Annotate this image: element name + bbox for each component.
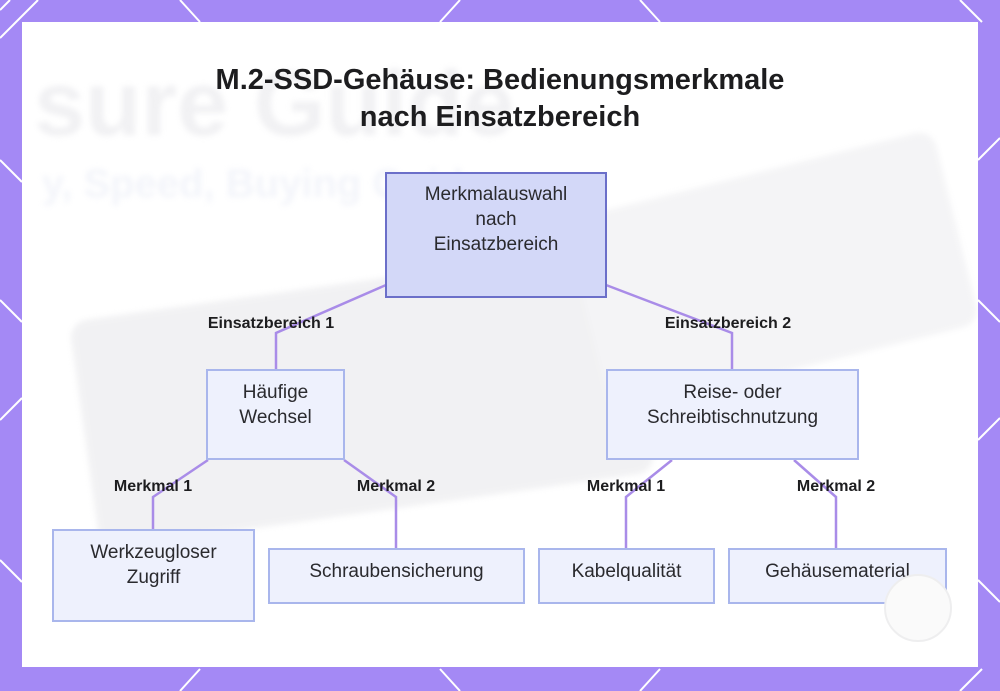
edge-label-merkmal-1-left: Merkmal 1 (113, 478, 193, 495)
edge-root-area2 (605, 283, 734, 370)
root-line-2: nach (475, 209, 517, 230)
node-label-line-2: Wechsel (239, 407, 312, 428)
node-haeufige-wechsel: Häufige Wechsel (206, 369, 345, 460)
edge-label-einsatzbereich-1: Einsatzbereich 1 (207, 315, 335, 332)
watermark-seal (884, 574, 952, 642)
background-heading: sure Guide (34, 53, 515, 155)
node-label-line-1: Häufige (242, 382, 309, 403)
root-line-1: Merkmalauswahl (424, 184, 568, 205)
node-label-line-1: Werkzeugloser (90, 542, 217, 563)
node-label-line-1: Kabelqualität (571, 561, 682, 582)
edge-root-area1 (274, 283, 387, 370)
edge-area2-leaf4 (793, 459, 838, 549)
edge-label-einsatzbereich-2: Einsatzbereich 2 (664, 315, 792, 332)
edge-area1-leaf1 (151, 458, 209, 530)
node-schraubensicherung: Schraubensicherung (268, 548, 525, 604)
edge-label-merkmal-2-right: Merkmal 2 (796, 478, 876, 495)
edge-area1-leaf2 (343, 458, 398, 549)
node-label-line-1: Reise- oder (683, 382, 782, 403)
edge-label-merkmal-2-left: Merkmal 2 (356, 478, 436, 495)
node-label-line-1: Schraubensicherung (309, 561, 484, 582)
node-reise-schreibtisch: Reise- oder Schreibtischnutzung (606, 369, 859, 460)
edge-label-merkmal-1-right: Merkmal 1 (586, 478, 666, 495)
node-label-line-1: Gehäusematerial (765, 561, 910, 582)
edge-area2-leaf3 (624, 459, 673, 549)
root-line-3: Einsatzbereich (433, 234, 559, 255)
title-line-2: nach Einsatzbereich (359, 101, 641, 133)
diagram-title: M.2-SSD-Gehäuse: Bedienungsmerkmale nach… (0, 62, 1000, 136)
root-node: Merkmalauswahl nach Einsatzbereich (385, 172, 607, 298)
node-kabelqualitaet: Kabelqualität (538, 548, 715, 604)
node-label-line-2: Zugriff (126, 567, 181, 588)
node-werkzeugloser-zugriff: Werkzeugloser Zugriff (52, 529, 255, 622)
node-label-line-2: Schreibtischnutzung (646, 407, 819, 428)
title-line-1: M.2-SSD-Gehäuse: Bedienungsmerkmale (215, 64, 785, 96)
